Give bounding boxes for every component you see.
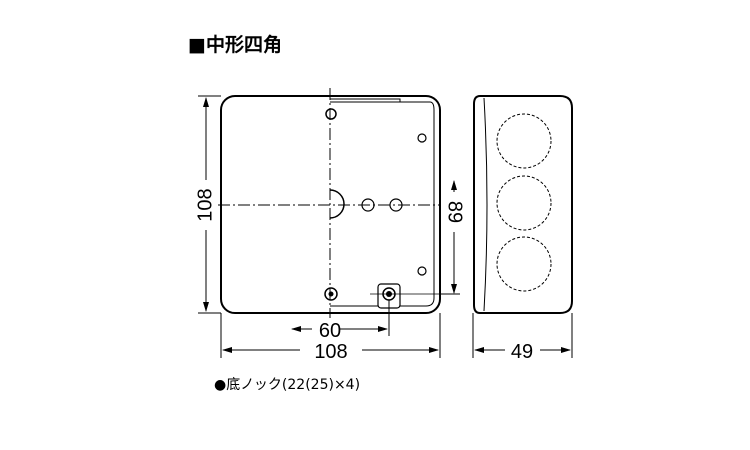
knockout-note: ●底ノック(22(25)×4) (214, 377, 361, 393)
side-view (473, 95, 573, 314)
dim-width: 108 (314, 341, 347, 363)
dimension-lines (198, 95, 573, 358)
dim-mount-horizontal: 60 (319, 320, 341, 342)
dim-height: 108 (194, 188, 216, 221)
knockout-circle (496, 236, 552, 292)
dim-mount-vertical: 89 (444, 201, 466, 223)
drawing-title: ■中形四角 (188, 34, 282, 56)
dim-depth: 49 (511, 341, 533, 363)
knockout-circle (496, 113, 552, 169)
knockout-circle (496, 175, 552, 231)
front-view (218, 88, 441, 318)
